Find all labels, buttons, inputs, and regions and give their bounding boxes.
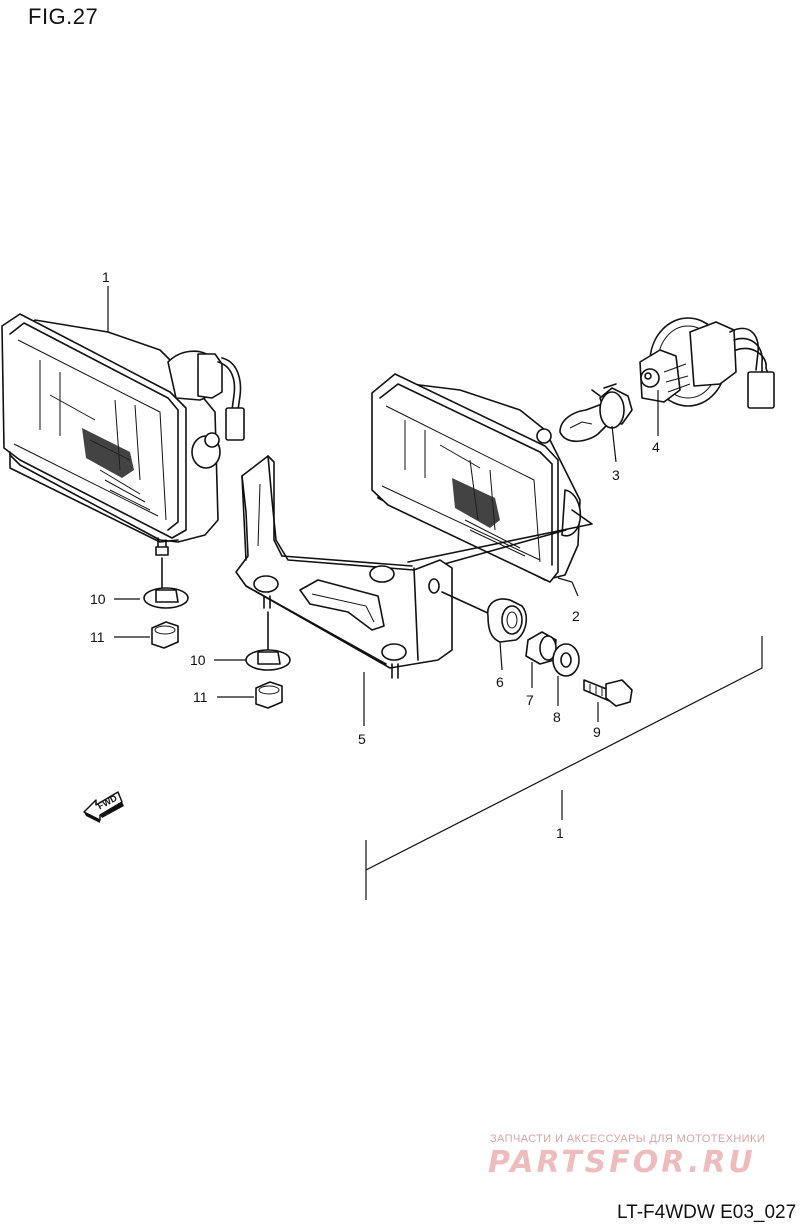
callout-1-top: 1 — [102, 269, 110, 285]
callout-1-bracket: 1 — [556, 825, 564, 841]
bulb-part-3 — [559, 383, 633, 443]
callout-11-lower: 11 — [193, 689, 208, 705]
right-headlight-assembly — [371, 373, 593, 583]
callout-10-upper: 10 — [90, 591, 106, 607]
washer-part-10-lower — [245, 611, 291, 671]
figure-code: LT-F4WDW E03_027 — [617, 1202, 797, 1223]
socket-part-4 — [639, 317, 775, 409]
callout-10-lower: 10 — [190, 652, 206, 668]
collar-part-7 — [525, 631, 557, 665]
leader-lines — [107, 286, 763, 900]
callout-6: 6 — [496, 674, 504, 690]
washer-part-10-upper — [143, 557, 189, 609]
callout-7: 7 — [526, 692, 534, 708]
callout-4: 4 — [652, 439, 660, 455]
bracket-part-5 — [235, 455, 453, 679]
callout-numbers: 1 2 3 4 5 6 7 8 9 10 11 10 11 1 — [90, 269, 660, 841]
figure-title: FIG.27 — [28, 4, 99, 29]
callout-5: 5 — [358, 731, 366, 747]
left-headlight-assembly — [1, 313, 245, 556]
nut-part-11-upper — [151, 621, 179, 649]
callout-11-upper: 11 — [90, 629, 105, 645]
callout-2: 2 — [572, 608, 580, 624]
watermark-logo: PARTSFOR.RU — [488, 1145, 756, 1180]
callout-3: 3 — [612, 467, 620, 483]
fwd-arrow-icon: FWD — [83, 791, 124, 823]
callout-8: 8 — [553, 709, 561, 725]
grommet-part-6 — [441, 591, 528, 643]
nut-part-11-lower — [255, 681, 283, 709]
watermark-tagline: ЗАПЧАСТИ И АКСЕССУАРЫ ДЛЯ МОТОТЕХНИКИ — [490, 1133, 766, 1145]
callout-9: 9 — [593, 724, 601, 740]
bolt-part-9 — [583, 679, 633, 707]
washer-part-8 — [552, 643, 580, 677]
